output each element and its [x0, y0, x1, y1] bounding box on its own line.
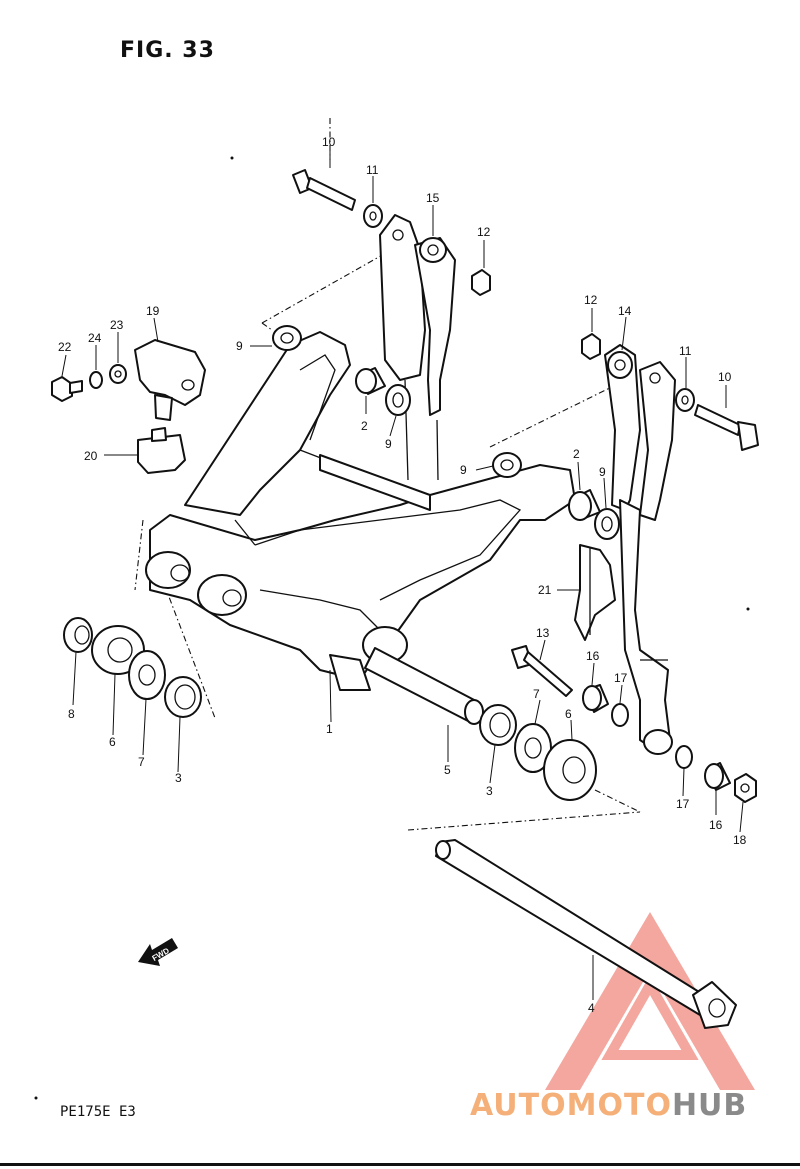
washer-part-11-right	[675, 388, 695, 412]
nut-part-18	[734, 773, 757, 803]
label-1: 1	[326, 722, 333, 736]
collar-part-16-upper	[582, 684, 609, 713]
bolt-part-22	[51, 376, 83, 402]
cap-part-8	[63, 617, 93, 653]
pivot-shaft-part-4	[435, 839, 737, 1029]
bolt-part-13	[511, 645, 573, 697]
label-9-left: 9	[236, 339, 243, 353]
link-plate-part-14	[604, 344, 676, 755]
label-17-upper: 17	[614, 671, 628, 685]
washer-part-7-left	[128, 650, 166, 700]
bottom-border	[0, 1163, 800, 1166]
label-6-left: 6	[109, 735, 116, 749]
seal-part-9-left	[272, 325, 302, 351]
label-9-mid: 9	[460, 463, 467, 477]
label-3-right: 3	[486, 784, 493, 798]
ring-part-17-upper	[611, 703, 629, 727]
label-4: 4	[588, 1001, 595, 1015]
leader-lines	[61, 148, 744, 1000]
collar-part-2-upper	[355, 367, 386, 395]
label-16-upper: 16	[586, 649, 600, 663]
label-16-lower: 16	[709, 818, 723, 832]
shaft-part-5	[364, 647, 484, 725]
label-13: 13	[536, 626, 550, 640]
label-24: 24	[88, 331, 102, 345]
part-number-labels: 10 11 15 12 12 14 11 10 19 22 24 23 20 9…	[58, 135, 747, 1015]
label-15: 15	[426, 191, 440, 205]
label-2-upper: 2	[361, 419, 368, 433]
link-plate-part-15	[379, 214, 456, 481]
label-22: 22	[58, 340, 72, 354]
label-8: 8	[68, 707, 75, 721]
label-6-right: 6	[565, 707, 572, 721]
watermark-text: AUTOMOTOHUB	[470, 1088, 747, 1123]
nut-part-12-upper	[471, 269, 491, 296]
label-19: 19	[146, 304, 160, 318]
scan-specks	[34, 156, 750, 1100]
bolt-part-10-right	[694, 404, 759, 451]
watermark-text-primary: AUTOMOTO	[470, 1088, 672, 1123]
washer-part-23	[109, 364, 127, 384]
label-20: 20	[84, 449, 98, 463]
ring-part-17-lower	[675, 745, 693, 769]
label-21: 21	[538, 583, 552, 597]
label-17-lower: 17	[676, 797, 690, 811]
label-11-upper: 11	[366, 163, 379, 177]
bracket-part-19	[134, 339, 206, 421]
label-11-right: 11	[679, 344, 692, 358]
label-7-left: 7	[138, 755, 145, 769]
bearing-part-3-left	[164, 676, 202, 718]
watermark-text-secondary: HUB	[671, 1088, 748, 1123]
label-12-right: 12	[584, 293, 598, 307]
label-3-left: 3	[175, 771, 182, 785]
forward-direction-arrow	[138, 938, 178, 966]
collar-part-16-lower	[704, 762, 731, 791]
label-9-upper: 9	[385, 437, 392, 451]
label-12-upper: 12	[477, 225, 491, 239]
label-5: 5	[444, 763, 451, 777]
label-14: 14	[618, 304, 632, 318]
label-10-upper: 10	[322, 135, 336, 149]
spacer-part-6-right	[543, 739, 597, 801]
label-18: 18	[733, 833, 747, 847]
nut-part-12-right	[581, 333, 601, 360]
swing-arm-part-1	[145, 331, 576, 691]
seal-part-9-mid	[492, 452, 522, 478]
watermark-logo	[545, 912, 755, 1090]
seal-part-9-right	[594, 508, 620, 540]
washer-part-11-upper	[363, 204, 383, 228]
collar-part-21	[574, 544, 616, 641]
model-code: PE175E E3	[60, 1104, 136, 1120]
collar-part-2-right	[568, 489, 601, 521]
label-7-right: 7	[533, 687, 540, 701]
bolt-part-10-upper	[292, 169, 356, 211]
label-2-right: 2	[573, 447, 580, 461]
label-23: 23	[110, 318, 124, 332]
rubber-stopper-part-20	[137, 427, 186, 474]
washer-part-24	[89, 371, 103, 389]
label-9-right: 9	[599, 465, 606, 479]
seal-part-9-upper	[385, 384, 411, 416]
bearing-part-3-right	[479, 704, 517, 746]
figure-title: FIG. 33	[120, 38, 215, 63]
label-10-right: 10	[718, 370, 732, 384]
